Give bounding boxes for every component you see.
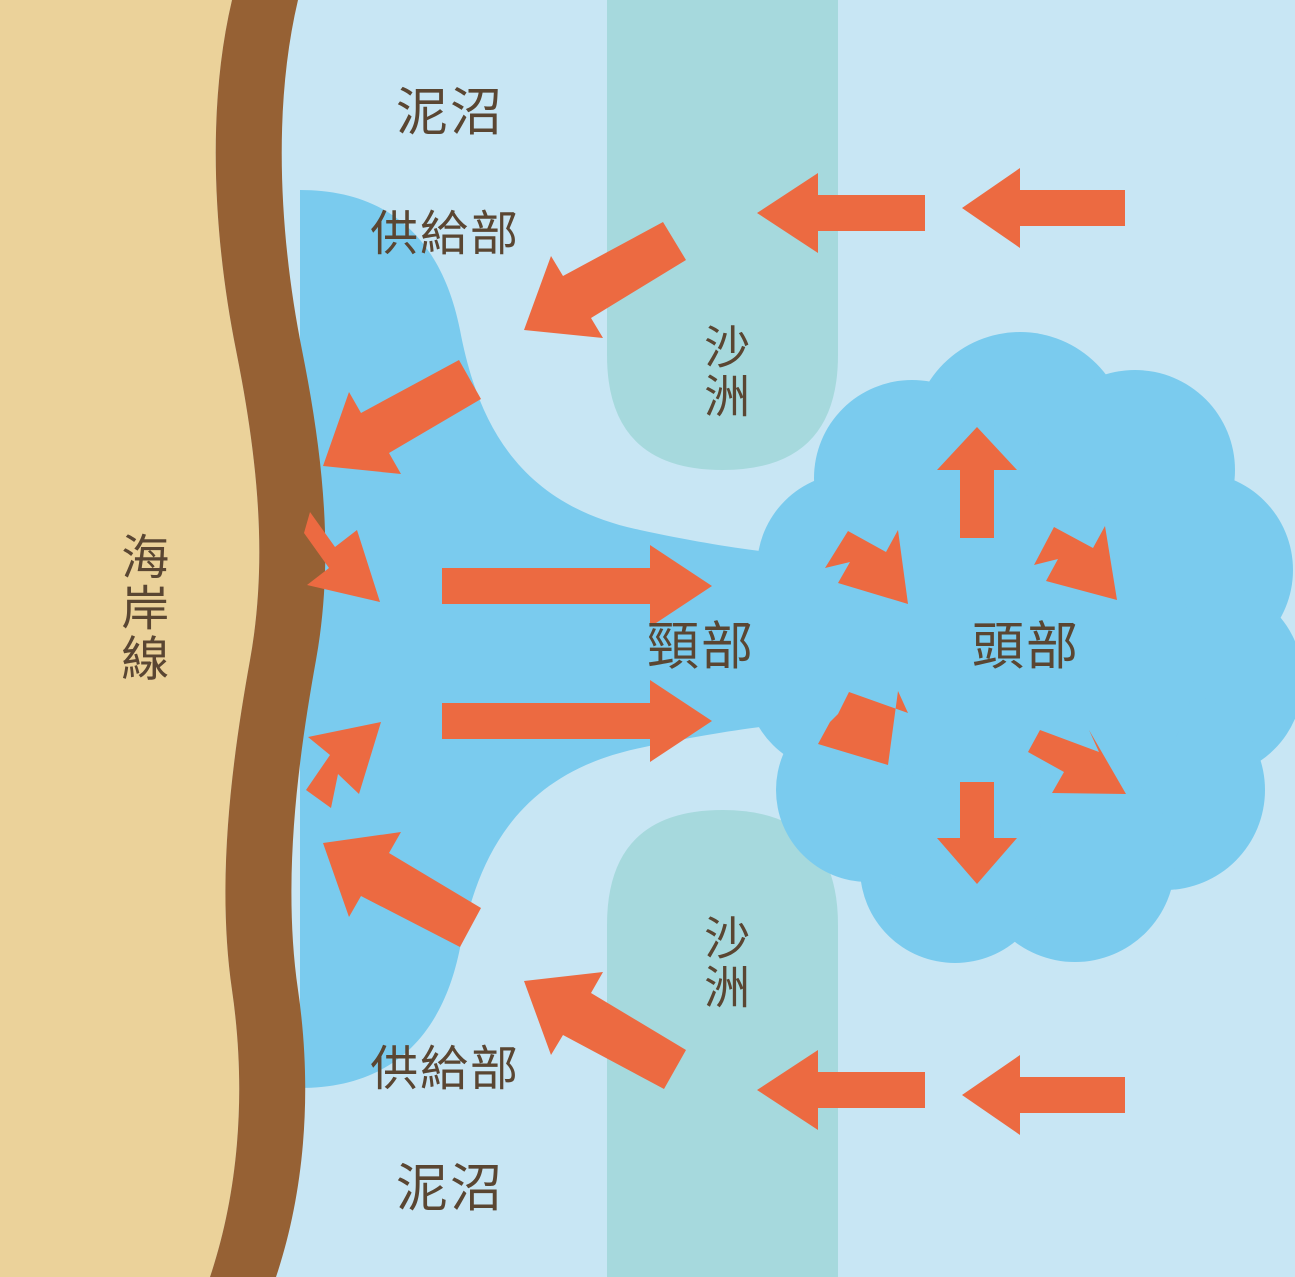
arrow-feeder-top-3 (304, 512, 380, 602)
sand-beach-region (0, 0, 260, 1277)
coastline-strip (210, 0, 326, 1277)
label-mud-bot: 泥沼 (395, 1159, 505, 1220)
flow-arrows-group (304, 168, 1126, 1135)
arrow-feeder-top-1 (524, 222, 686, 338)
arrow-neck-lower (442, 680, 712, 762)
arrow-head-down-left (818, 691, 908, 765)
arrow-feeder-top-2 (323, 360, 481, 474)
arrow-feeder-bot-3 (524, 972, 686, 1089)
arrow-head-down (937, 782, 1017, 884)
arrow-head-down-right (1028, 730, 1126, 794)
arrow-incoming-bot-near (757, 1050, 925, 1130)
label-coastline: 海岸線 (112, 531, 169, 685)
arrow-incoming-top-near (757, 173, 925, 253)
sandbar-upper-region (607, 0, 838, 470)
label-head: 頭部 (971, 617, 1081, 678)
arrow-feeder-bot-1 (306, 722, 381, 808)
arrow-neck-upper (442, 545, 712, 627)
arrow-incoming-top-far (962, 168, 1125, 248)
label-sandbar-bot: 沙洲 (697, 914, 752, 1012)
label-feeder-top: 供給部 (370, 205, 520, 262)
arrow-head-up-right (1034, 526, 1117, 600)
arrow-feeder-bot-2 (323, 832, 481, 947)
sandbar-lower-region (607, 810, 838, 1277)
label-sandbar-top: 沙洲 (697, 323, 752, 421)
arrow-head-up (937, 427, 1017, 538)
arrow-head-up-left (825, 530, 908, 604)
label-feeder-bot: 供給部 (370, 1040, 520, 1097)
arrow-incoming-bot-far (962, 1055, 1125, 1135)
label-neck: 頸部 (646, 617, 756, 678)
label-mud-top: 泥沼 (395, 83, 505, 144)
